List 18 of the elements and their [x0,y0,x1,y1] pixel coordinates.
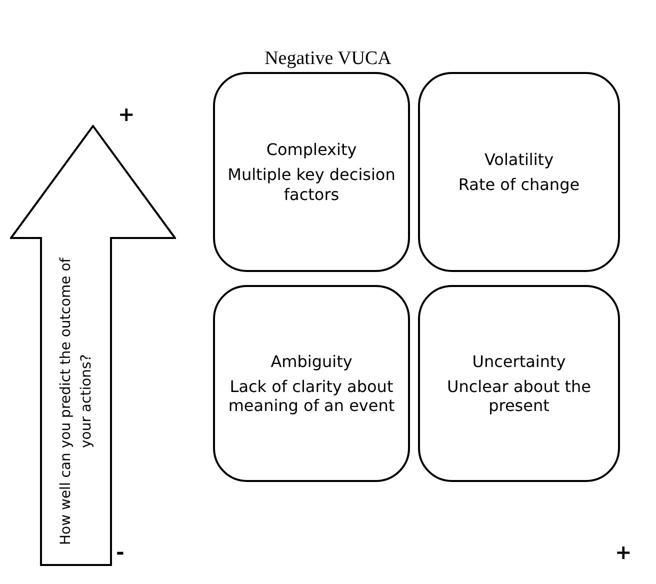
box-description: Multiple key decision factors [226,165,396,204]
rounded-box [213,285,410,482]
box-description: Unclear about the present [446,376,592,416]
box-heading: Uncertainty [472,352,566,371]
up-arrow-shape [10,125,176,567]
arrow-text: How well can you predict the outcome of your actions? [56,256,95,547]
box-description: Rate of change [458,174,580,194]
box-heading: Volatility [484,150,554,169]
rounded-box [418,72,620,272]
axis-sign: + [118,102,135,126]
rounded-box [213,72,410,272]
box-description: Lack of clarity about meaning of an event [227,376,396,416]
axis-sign: + [615,540,632,564]
box-heading: Complexity [266,140,357,160]
axis-sign: - [116,540,124,564]
title: Negative VUCA [264,48,392,69]
rounded-box [418,285,620,482]
box-heading: Ambiguity [270,352,352,371]
